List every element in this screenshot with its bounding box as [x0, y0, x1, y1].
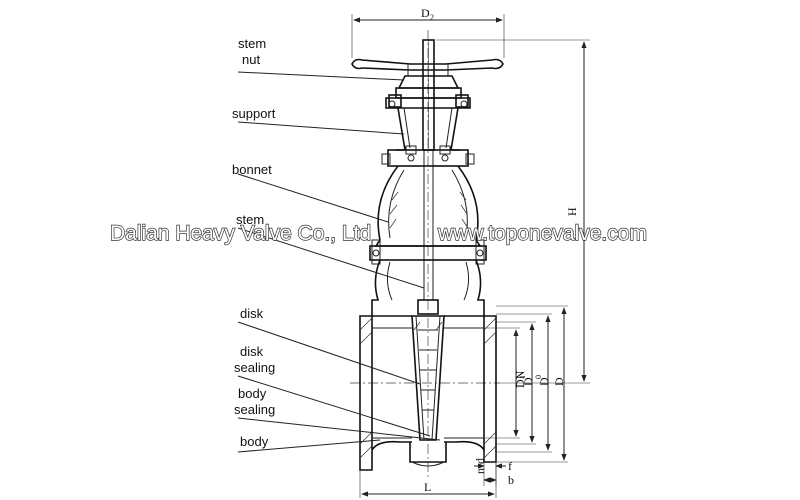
dim-b-label: b: [508, 473, 514, 487]
handwheel: [351, 58, 504, 76]
body-bonnet-flange: [369, 239, 487, 265]
leader-body: [237, 439, 381, 453]
label-body: body: [240, 434, 269, 449]
dim-d1-sub: 1: [518, 375, 527, 379]
dim-d2-sub: 2: [430, 13, 434, 22]
dim-d0-label: D: [537, 377, 551, 386]
dim-flange-diameters: DN D 1 D 0 D: [484, 305, 568, 463]
component-labels: stem nut support bonnet stem disk disk s…: [232, 36, 276, 449]
label-disk: disk: [240, 306, 264, 321]
label-stem-nut-1: stem: [238, 36, 266, 51]
dim-dn-label: DN: [513, 370, 527, 388]
dim-h-label: H: [565, 207, 579, 216]
dim-d-label: D: [552, 377, 566, 386]
label-body-sealing-2: sealing: [234, 402, 275, 417]
dim-d1-label: D: [521, 377, 535, 386]
leader-stem-nut: [237, 71, 405, 81]
label-body-sealing-1: body: [238, 386, 267, 401]
dim-l-label: L: [424, 480, 431, 494]
label-stem-nut-2: nut: [242, 52, 260, 67]
dim-d2-label: D: [421, 6, 430, 20]
leader-bonnet: [237, 173, 389, 223]
stem-rod: [422, 39, 435, 301]
leader-body-sealing: [237, 417, 441, 441]
watermark-company: Dalian Heavy Valve Co., Ltd: [110, 222, 371, 245]
body-neck: [371, 259, 485, 316]
leader-disk: [237, 321, 421, 385]
leader-disk-sealing: [237, 375, 431, 437]
dim-nd-label: n-d: [473, 458, 487, 474]
stem-nut: [385, 75, 471, 109]
leader-stem: [237, 227, 425, 289]
label-stem: stem: [236, 212, 264, 227]
dim-d0-sub: 0: [534, 375, 543, 379]
dim-d2: D 2: [351, 6, 505, 58]
label-support: support: [232, 106, 276, 121]
watermark: Dalian Heavy Valve Co., Ltd www.toponeva…: [109, 221, 647, 245]
leader-lines: [237, 71, 441, 453]
dim-f-label: f: [508, 459, 512, 473]
bonnet-top-flange: [381, 145, 475, 167]
label-bonnet: bonnet: [232, 162, 272, 177]
dim-bottom: L f b n-d: [359, 452, 514, 498]
dim-h: H: [436, 39, 590, 384]
leader-support: [237, 121, 405, 135]
watermark-website: www.toponevalve.com: [437, 222, 647, 245]
label-disk-sealing-1: disk: [240, 344, 264, 359]
label-disk-sealing-2: sealing: [234, 360, 275, 375]
